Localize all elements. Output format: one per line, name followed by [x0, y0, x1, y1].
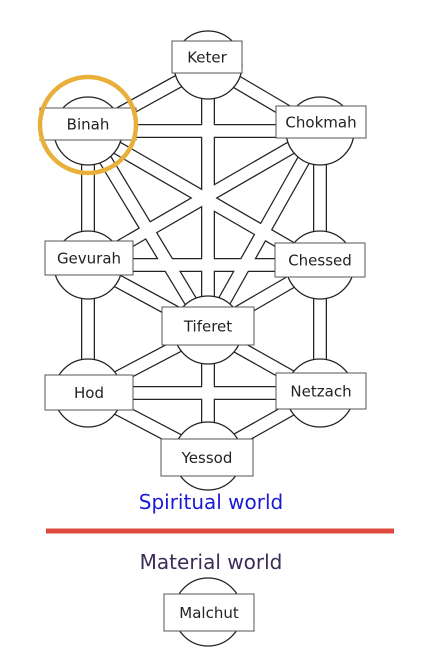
hod-label: Hod: [74, 384, 104, 402]
keter-box: [171, 40, 243, 74]
malchut-node: Malchut: [163, 593, 255, 632]
chessed-node: Chessed: [274, 242, 366, 278]
path-core: [202, 128, 326, 333]
chokmah-node: Chokmah: [275, 105, 367, 139]
netzach-label: Netzach: [290, 383, 351, 401]
gevurah-label: Gevurah: [57, 250, 121, 268]
chokmah-box: [275, 105, 367, 139]
binah-node: Binah: [39, 107, 137, 141]
netzach-node: Netzach: [275, 372, 367, 410]
binah-label: Binah: [67, 116, 110, 134]
yessod-box: [160, 438, 254, 477]
tiferet-box: [161, 306, 255, 346]
tiferet-node: Tiferet: [161, 306, 255, 346]
malchut-box: [163, 593, 255, 632]
hod-box: [44, 374, 134, 411]
spiritual-world-caption: Spiritual world: [138, 490, 284, 514]
material-world-caption: Material world: [139, 550, 283, 574]
tiferet-label: Tiferet: [183, 318, 232, 336]
yessod-node: Yessod: [160, 438, 254, 477]
gevurah-box: [44, 240, 134, 276]
keter-node: Keter: [171, 40, 243, 74]
chokmah-label: Chokmah: [285, 114, 356, 132]
gevurah-node: Gevurah: [44, 240, 134, 276]
chessed-label: Chessed: [288, 252, 352, 270]
chessed-box: [274, 242, 366, 278]
highlight-ring: [37, 74, 139, 176]
keter-label: Keter: [187, 49, 227, 67]
binah-box: [39, 107, 137, 141]
malchut-label: Malchut: [179, 604, 239, 622]
hod-node: Hod: [44, 374, 134, 411]
yessod-label: Yessod: [181, 449, 233, 467]
netzach-box: [275, 372, 367, 410]
